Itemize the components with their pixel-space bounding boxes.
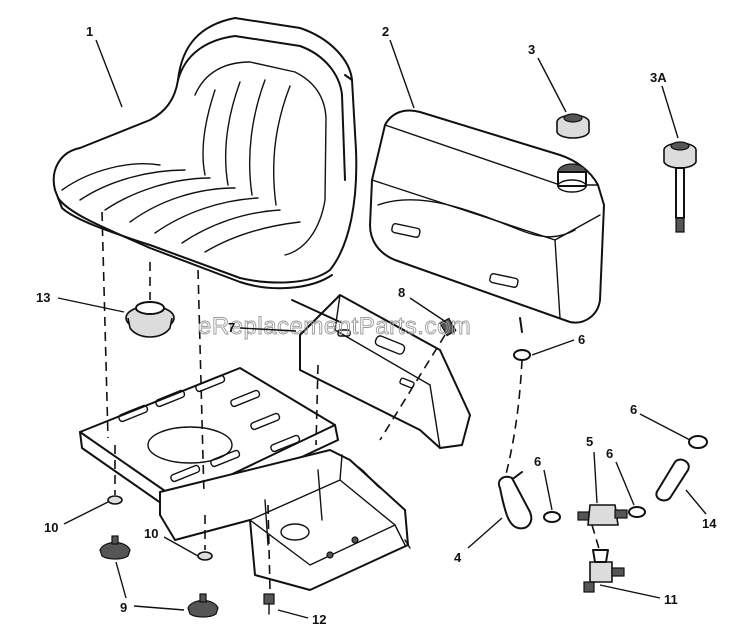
duct-part <box>291 294 471 449</box>
hose-clamp-parts <box>513 349 708 523</box>
callout-8: 8 <box>398 285 405 300</box>
callout-6b: 6 <box>630 402 637 417</box>
washer-parts <box>107 495 213 561</box>
hose-short-part <box>655 458 690 502</box>
callout-12: 12 <box>312 612 326 627</box>
seat-knob-part <box>125 301 175 338</box>
callout-3a: 3A <box>650 70 667 85</box>
fuel-cap-gauge-part <box>663 141 697 233</box>
callout-10a: 10 <box>44 520 58 535</box>
assembly-dashed-lines <box>101 211 601 591</box>
callout-leaders <box>57 39 707 619</box>
callout-13: 13 <box>36 290 50 305</box>
fuel-filter-part <box>577 504 628 526</box>
callout-6d: 6 <box>606 446 613 461</box>
callout-labels: 1 2 3 3A 13 7 8 6 6 6 5 6 14 4 10 10 9 1… <box>36 24 717 627</box>
frame-part <box>159 449 411 591</box>
shutoff-valve-part <box>583 549 625 593</box>
fuel-hose-part <box>498 471 533 530</box>
callout-9: 9 <box>120 600 127 615</box>
callout-1: 1 <box>86 24 93 39</box>
seat-part <box>52 17 358 290</box>
fuel-cap-part <box>556 113 590 139</box>
fuel-tank-part <box>369 109 605 333</box>
callout-3: 3 <box>528 42 535 57</box>
callout-4: 4 <box>454 550 462 565</box>
callout-6a: 6 <box>578 332 585 347</box>
callout-11: 11 <box>664 592 678 607</box>
watermark-text: eReplacementParts.com <box>198 313 471 340</box>
callout-14: 14 <box>702 516 717 531</box>
callout-6c: 6 <box>534 454 541 469</box>
callout-7: 7 <box>228 320 235 335</box>
star-knob-parts <box>99 535 219 618</box>
callout-5: 5 <box>586 434 593 449</box>
bolt-part <box>263 593 275 615</box>
callout-10b: 10 <box>144 526 158 541</box>
callout-2: 2 <box>382 24 389 39</box>
